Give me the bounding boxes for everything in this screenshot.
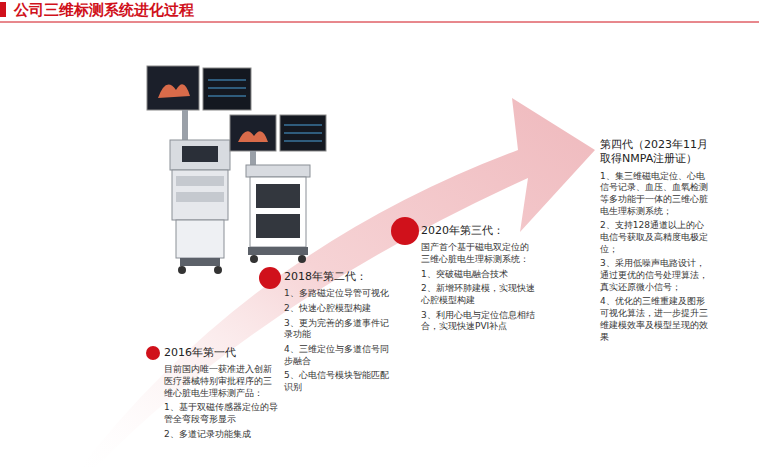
generation-text: 3、采用低噪声电路设计，通过更优的信号处理算法，真实还原微小信号； (600, 258, 712, 293)
generation-text: 目前国内唯一获准进入创新医疗器械特别审批程序的三维心脏电生理标测产品： (164, 364, 278, 399)
title-rule (0, 22, 759, 23)
generation-text: 1、突破磁电融合技术 (421, 269, 535, 281)
generation-text: 1、集三维磁电定位、心电信号记录、血压、血氧检测等多功能于一体的三维心脏电生理标… (600, 171, 712, 218)
generation-text: 2、快速心腔模型构建 (284, 303, 396, 315)
generation-text: 5、心电信号模块智能匹配识别 (284, 370, 396, 393)
generation-text: 3、利用心电与定位信息相结合，实现快速PVI补点 (421, 310, 535, 333)
milestone-dot (391, 217, 419, 245)
evolution-arrow (80, 98, 595, 468)
generation-text: 1、基于双磁传感器定位的导管全弯段弯形显示 (164, 402, 278, 425)
generation-heading: 2016年第一代 (164, 346, 278, 360)
generation-text: 1、多路磁定位导管可视化 (284, 288, 396, 300)
generation-text: 3、更为完善的多道事件记录功能 (284, 318, 396, 341)
generation-block: 2016年第一代目前国内唯一获准进入创新医疗器械特别审批程序的三维心脏电生理标测… (164, 346, 278, 443)
generation-text: 国产首个基于磁电双定位的三维心脏电生理标测系统： (421, 242, 535, 265)
generation-heading: 第四代（2023年11月取得NMPA注册证） (600, 138, 712, 167)
generation-text: 2、多道记录功能集成 (164, 429, 278, 441)
milestone-dot (259, 267, 281, 289)
generation-block: 2020年第三代： 国产首个基于磁电双定位的三维心脏电生理标测系统： 1、突破磁电融… (421, 224, 535, 336)
generation-block: 2018年第二代： 1、多路磁定位导管可视化 2、快速心腔模型构建 3、更为完善的多道… (284, 270, 396, 397)
milestone-dot (146, 346, 160, 360)
title-marker (0, 2, 6, 17)
equipment-picture (147, 66, 326, 274)
generation-text: 2、新增环肺建模，实现快速心腔模型构建 (421, 283, 535, 306)
generation-block: 第四代（2023年11月取得NMPA注册证） 1、集三维磁电定位、心电信号记录、血… (600, 138, 712, 346)
generation-text: 4、三维定位与多道信号同步融合 (284, 344, 396, 367)
generation-text: 2、支持128通道以上的心电信号获取及高精度电极定位； (600, 220, 712, 255)
generation-heading: 2020年第三代： (421, 224, 535, 238)
generation-text: 4、优化的三维重建及图形可视化算法，进一步提升三维建模效率及模型呈现的效果 (600, 296, 712, 343)
page-title: 公司三维标测系统进化过程 (14, 1, 194, 20)
generation-heading: 2018年第二代： (284, 270, 396, 284)
